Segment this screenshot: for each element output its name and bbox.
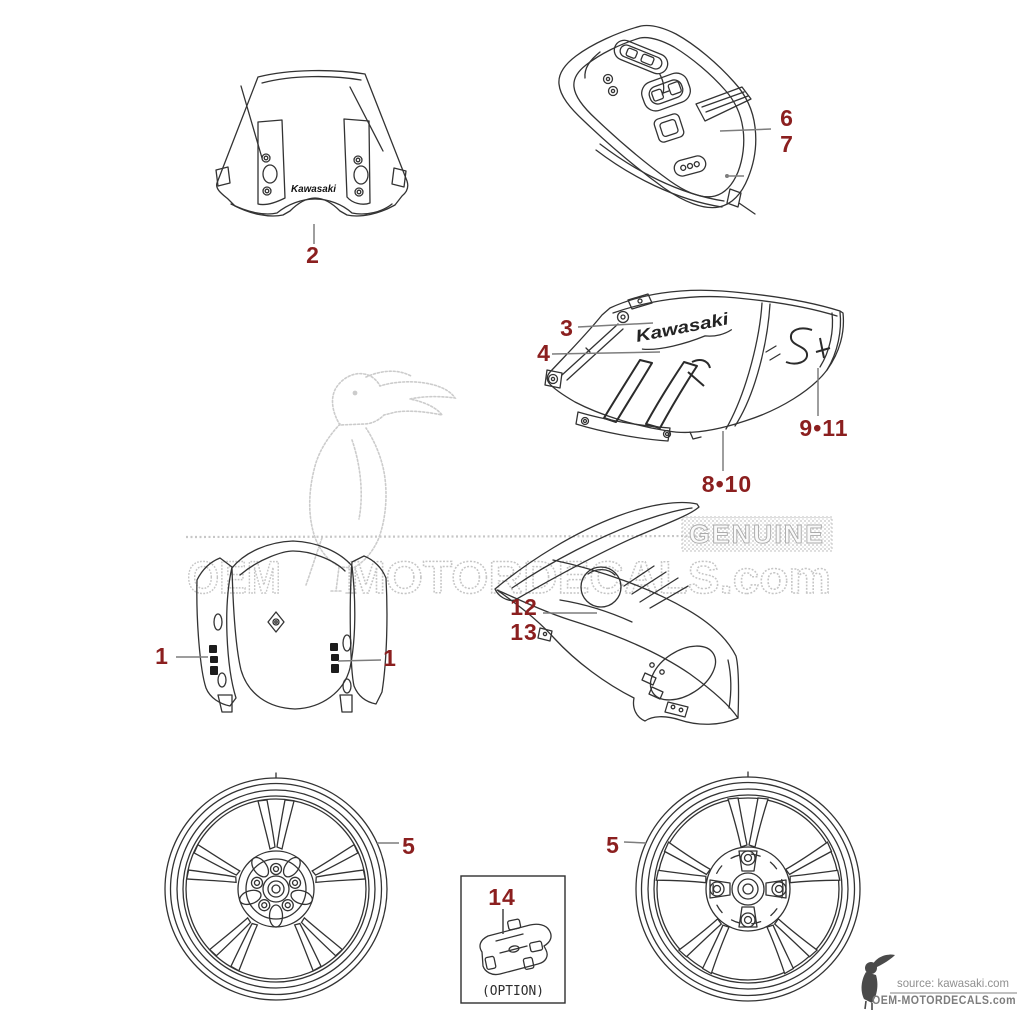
branding-block: source: kawasaki.com OEM-MOTORDECALS.com xyxy=(861,954,1017,1010)
genuine-label: GENUINE xyxy=(689,519,825,549)
callout-fairing-decal-13: 13 xyxy=(510,619,538,645)
fender-reflective-decal-right xyxy=(330,643,339,673)
callout-shroud-decal-8-10: 8•10 xyxy=(702,471,752,497)
callout-shroud-decal-3: 3 xyxy=(560,315,574,341)
rear-wheel-part xyxy=(635,771,861,1002)
callout-leader-lines xyxy=(176,128,819,934)
option-clamp-part xyxy=(479,918,552,976)
callout-shroud-decal-4: 4 xyxy=(537,340,551,366)
option-caption: (OPTION) xyxy=(482,983,544,999)
callout-tail-decal-6: 6 xyxy=(780,105,794,131)
leader-6 xyxy=(719,128,772,132)
branding-site-text: OEM-MOTORDECALS.com xyxy=(872,995,1016,1007)
fairing-kawasaki-logo: Kawasaki xyxy=(634,309,733,351)
callout-tail-decal-7: 7 xyxy=(780,131,794,157)
leader-7-dot xyxy=(725,174,729,178)
watermark-word-left: OEM xyxy=(187,552,281,603)
windshield-kawasaki-decal: Kawasaki xyxy=(291,183,337,195)
hornbill-logo-icon xyxy=(861,954,895,1010)
callout-windshield-decal: 2 xyxy=(306,242,320,268)
leader-4 xyxy=(551,351,661,355)
callout-fender-decal-right: 1 xyxy=(383,645,397,671)
front-fender-part xyxy=(196,540,388,713)
leader-1-right xyxy=(337,659,382,662)
branding-source-text: source: kawasaki.com xyxy=(897,976,1009,990)
option-part-box: (OPTION) xyxy=(460,875,566,1004)
front-wheel-part xyxy=(164,772,388,1001)
callout-fairing-decal-12: 12 xyxy=(510,594,538,620)
callout-shroud-decal-9-11: 9•11 xyxy=(799,415,848,441)
windshield-part: Kawasaki xyxy=(215,69,409,217)
callout-front-wheel-decal: 5 xyxy=(402,833,416,859)
leader-3 xyxy=(577,322,654,328)
leader-5-right xyxy=(623,841,647,844)
fender-reflective-decal-left xyxy=(209,645,218,675)
callout-rear-wheel-decal: 5 xyxy=(606,832,620,858)
hornbill-watermark-icon xyxy=(305,370,457,594)
callout-fender-decal-left: 1 xyxy=(155,643,169,669)
lower-fairing-part xyxy=(494,501,740,725)
svg-text:Kawasaki: Kawasaki xyxy=(634,309,731,346)
callout-option-part: 14 xyxy=(488,884,516,910)
tail-cover-part xyxy=(558,24,757,215)
genuine-watermark-badge: GENUINE xyxy=(681,516,833,552)
